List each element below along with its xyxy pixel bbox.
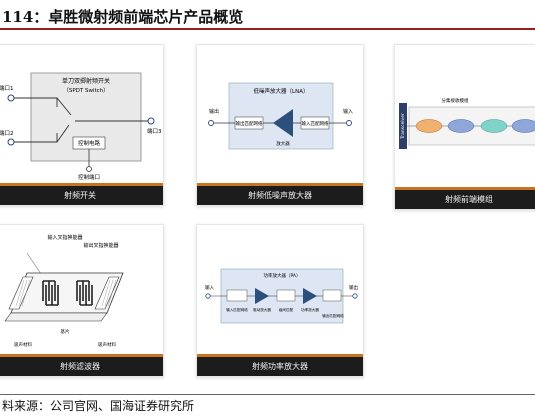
- svg-text:放大器: 放大器: [276, 140, 290, 147]
- svg-text:输出匹配网络: 输出匹配网络: [322, 313, 344, 318]
- svg-text:输入匹配网络: 输入匹配网络: [226, 307, 248, 312]
- rf-filter-diagram: 输入叉指换能器 输出叉指换能器 基片 吸声材料 吸声材料: [4, 234, 124, 348]
- svg-text:Transceiver: Transceiver: [400, 113, 406, 140]
- svg-text:驱动放大器: 驱动放大器: [253, 307, 271, 312]
- svg-text:功率放大器: 功率放大器: [301, 307, 319, 312]
- svg-text:分集接收模组: 分集接收模组: [442, 97, 469, 104]
- svg-text:输出: 输出: [349, 284, 358, 291]
- svg-text:输出匹配网络: 输出匹配网络: [236, 120, 263, 127]
- card-rf-module: 分集接收模组 Transceiver 射频前端模组: [394, 44, 535, 210]
- card-caption: 射频开关: [0, 183, 163, 205]
- svg-text:端口1: 端口1: [0, 84, 14, 92]
- card-caption: 射频滤波器: [0, 354, 163, 376]
- svg-text:输入匹配网络: 输入匹配网络: [302, 120, 329, 127]
- svg-text:输出叉指换能器: 输出叉指换能器: [83, 242, 118, 249]
- rf-module-diagram: 分集接收模组 Transceiver: [399, 97, 535, 149]
- card-caption: 射频前端模组: [395, 187, 535, 209]
- card-rf-switch: 单刀双掷射频开关 （SPDT Switch） 端口1 端口2 端口3 控制电路 …: [0, 44, 164, 206]
- svg-text:（SPDT Switch）: （SPDT Switch）: [63, 87, 108, 94]
- svg-text:端口3: 端口3: [147, 127, 162, 135]
- card-rf-filter: 输入叉指换能器 输出叉指换能器 基片 吸声材料 吸声材料 射频滤波器: [0, 224, 164, 377]
- card-lna: 低噪声放大器（LNA） 输出 输入 输出匹配网络 输入匹配网络 放大器 射频低噪…: [196, 44, 364, 206]
- page-title: 114：卓胜微射频前端芯片产品概览: [0, 4, 535, 30]
- svg-text:基片: 基片: [61, 328, 70, 335]
- svg-text:吸声材料: 吸声材料: [98, 341, 116, 348]
- svg-text:输入叉指换能器: 输入叉指换能器: [47, 234, 82, 241]
- svg-text:功率放大器（PA）: 功率放大器（PA）: [263, 272, 300, 279]
- svg-text:吸声材料: 吸声材料: [14, 341, 32, 348]
- svg-text:输入: 输入: [343, 108, 353, 115]
- svg-text:输入: 输入: [205, 284, 214, 291]
- svg-text:低噪声放大器（LNA）: 低噪声放大器（LNA）: [254, 87, 309, 95]
- svg-text:单刀双掷射频开关: 单刀双掷射频开关: [62, 77, 110, 85]
- lna-diagram: 低噪声放大器（LNA） 输出 输入 输出匹配网络 输入匹配网络 放大器: [208, 82, 353, 150]
- pa-diagram: 功率放大器（PA） 输入 输出 输入匹配网络 驱动放大器 级间匹配 功率放大器 …: [205, 268, 358, 324]
- card-caption: 射频功率放大器: [197, 354, 363, 376]
- svg-text:控制端口: 控制端口: [78, 173, 100, 181]
- svg-text:输出: 输出: [209, 108, 219, 115]
- svg-text:端口2: 端口2: [0, 129, 14, 137]
- source-note: 料来源：公司官网、国海证券研究所: [0, 394, 535, 416]
- rf-switch-diagram: 单刀双掷射频开关 （SPDT Switch） 端口1 端口2 端口3 控制电路 …: [0, 72, 162, 181]
- svg-text:控制电路: 控制电路: [78, 139, 101, 147]
- card-rf-pa: 功率放大器（PA） 输入 输出 输入匹配网络 驱动放大器 级间匹配 功率放大器 …: [196, 224, 364, 377]
- svg-text:级间匹配: 级间匹配: [279, 307, 294, 312]
- card-caption: 射频低噪声放大器: [197, 183, 363, 205]
